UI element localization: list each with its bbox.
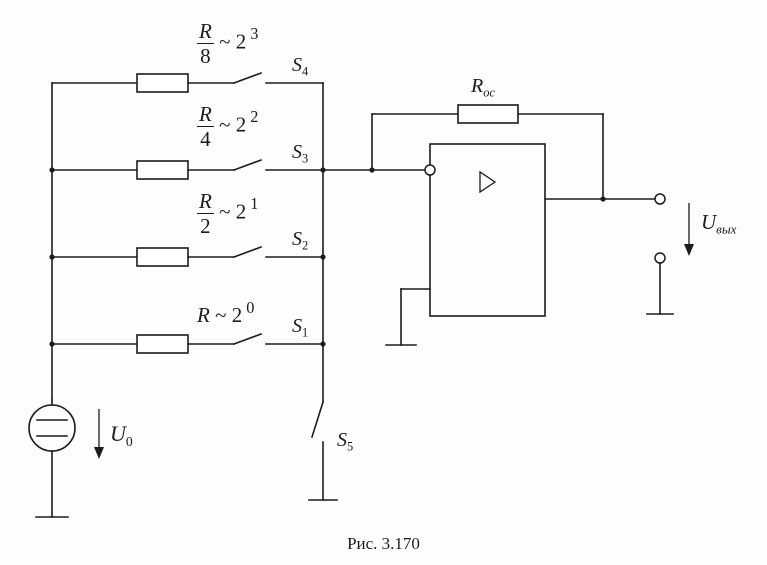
label-switch-s4: S4 — [292, 54, 309, 79]
opamp-body — [429, 143, 546, 317]
opamp — [385, 143, 546, 346]
label-switch-s3: S3 — [292, 141, 309, 166]
switch-s1-blade — [232, 332, 263, 346]
label-switch-s5: S5 — [337, 429, 354, 454]
voltage-source-circle — [28, 404, 76, 452]
feedback-loop — [371, 104, 604, 200]
switch-s3-blade — [232, 158, 263, 172]
switch-s2-blade — [232, 245, 263, 259]
resistor-r4 — [136, 160, 189, 180]
switch-s5 — [308, 400, 338, 501]
junction-node — [320, 341, 326, 347]
label-switch-s2: S2 — [292, 228, 309, 253]
label-output-voltage: Uвых — [701, 210, 737, 237]
switch-s4-blade — [232, 71, 263, 85]
voltage-source — [28, 399, 76, 518]
label-source-voltage: U0 — [110, 421, 133, 449]
junction-node — [600, 196, 606, 202]
branch-3 — [51, 158, 324, 180]
branch-2 — [51, 245, 324, 267]
feedback-resistor — [457, 104, 519, 124]
branch-4 — [51, 71, 324, 93]
output-terminal-top — [654, 193, 666, 205]
label-switch-s1: S1 — [292, 315, 309, 340]
arrowhead-icon — [684, 244, 694, 256]
resistor-r — [136, 334, 189, 354]
junction-node — [49, 167, 55, 173]
junction-node — [49, 254, 55, 260]
inverting-input-circle — [424, 164, 436, 176]
opamp-triangle-icon — [479, 170, 497, 194]
label-feedback-resistor: Roc — [471, 75, 495, 100]
junction-node — [49, 341, 55, 347]
arrowhead-icon — [94, 447, 104, 459]
switch-s5-blade — [310, 400, 325, 439]
resistor-r2 — [136, 247, 189, 267]
branch-1 — [51, 332, 324, 354]
figure-caption: Рис. 3.170 — [347, 534, 420, 553]
resistor-r8 — [136, 73, 189, 93]
output-terminal-bottom — [654, 252, 666, 264]
junction-node — [320, 254, 326, 260]
